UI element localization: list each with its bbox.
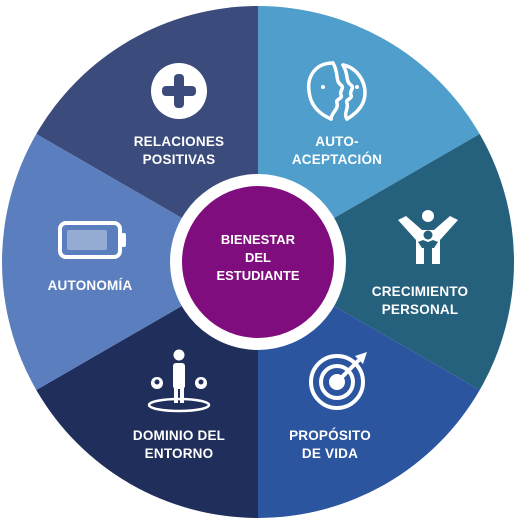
label-relaciones-positivas: POSITIVAS — [143, 152, 216, 167]
labels-layer: RELACIONES POSITIVAS AUTO- ACEPTACIÓN CRECIM… — [48, 134, 468, 461]
label-proposito-de-vida: DE VIDA — [302, 446, 358, 461]
label-autonomia: AUTONOMÍA — [48, 278, 133, 293]
center-label: DEL — [245, 250, 271, 265]
label-auto-aceptacion: ACEPTACIÓN — [292, 152, 382, 167]
label-crecimiento-personal: CRECIMIENTO — [372, 284, 468, 299]
label-dominio-del-entorno: ENTORNO — [145, 446, 214, 461]
segment-autonomia — [2, 134, 259, 390]
label-crecimiento-personal: PERSONAL — [382, 302, 459, 317]
label-dominio-del-entorno: DOMINIO DEL — [133, 428, 225, 443]
center-circle — [182, 186, 334, 338]
segment-crecimiento-personal — [258, 134, 514, 390]
center-hub: BIENESTAR DEL ESTUDIANTE — [170, 174, 346, 350]
target-icon — [309, 352, 367, 410]
center-label: ESTUDIANTE — [216, 268, 299, 283]
two-faces-icon — [306, 61, 367, 121]
battery-icon — [58, 221, 126, 259]
center-label: BIENESTAR — [221, 232, 296, 247]
label-auto-aceptacion: AUTO- — [315, 134, 359, 149]
label-proposito-de-vida: PROPÓSITO — [289, 428, 371, 443]
person-with-pins-icon — [147, 349, 211, 413]
growing-person-icon — [398, 210, 458, 264]
plus-circle-icon — [151, 63, 207, 119]
label-relaciones-positivas: RELACIONES — [134, 134, 225, 149]
icons-layer — [58, 61, 458, 413]
